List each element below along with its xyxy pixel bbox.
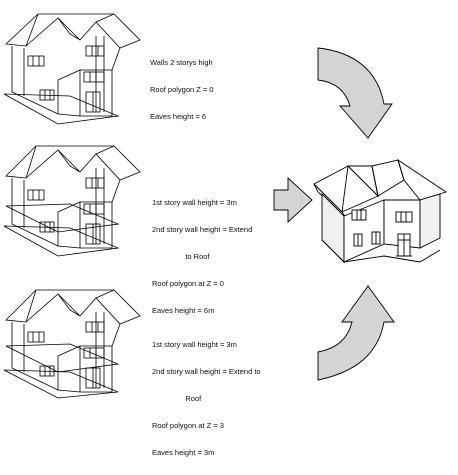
- curved-arrow-down-icon: [317, 47, 393, 139]
- panel-2-line-1: 1st story wall height = 3m: [152, 198, 237, 207]
- curved-arrow-up-icon: [317, 285, 395, 381]
- house-wireframe-split-z0: [3, 145, 141, 257]
- diagram-stage: Walls 2 storys high Roof polygon Z = 0 E…: [3, 13, 448, 457]
- panel-2-line-5: Eaves height = 6m: [152, 306, 215, 315]
- panel-1-line-1: Walls 2 storys high: [150, 58, 213, 67]
- panel-3-line-3: Roof: [152, 394, 202, 403]
- panel-2-line-3: to Roof: [152, 252, 210, 261]
- panel-1-line-2: Roof polygon Z = 0: [150, 85, 214, 94]
- panel-3-line-1: 1st story wall height = 3m: [152, 340, 237, 349]
- panel-2-line-2: 2nd story wall height = Extend: [152, 225, 253, 234]
- panel-3-line-5: Eaves height = 3m: [152, 448, 215, 457]
- house-wireframe-walls-2-storys: [3, 13, 141, 125]
- panel-2-line-4: Roof polygon at Z = 0: [152, 279, 224, 288]
- panel-3-line-2: 2nd story wall height = Extend to: [152, 367, 261, 376]
- panel-2-labels: 1st story wall height = 3m 2nd story wal…: [152, 180, 252, 333]
- block-arrow-right-icon: [273, 176, 313, 224]
- panel-3-line-4: Roof polygon at Z = 3: [152, 421, 224, 430]
- panel-1-labels: Walls 2 storys high Roof polygon Z = 0 E…: [150, 40, 214, 139]
- house-wireframe-split-z3: [3, 289, 141, 399]
- panel-3-labels: 1st story wall height = 3m 2nd story wal…: [152, 322, 261, 475]
- house-rendered-result: [313, 158, 448, 264]
- panel-1-line-3: Eaves height = 6: [150, 112, 207, 121]
